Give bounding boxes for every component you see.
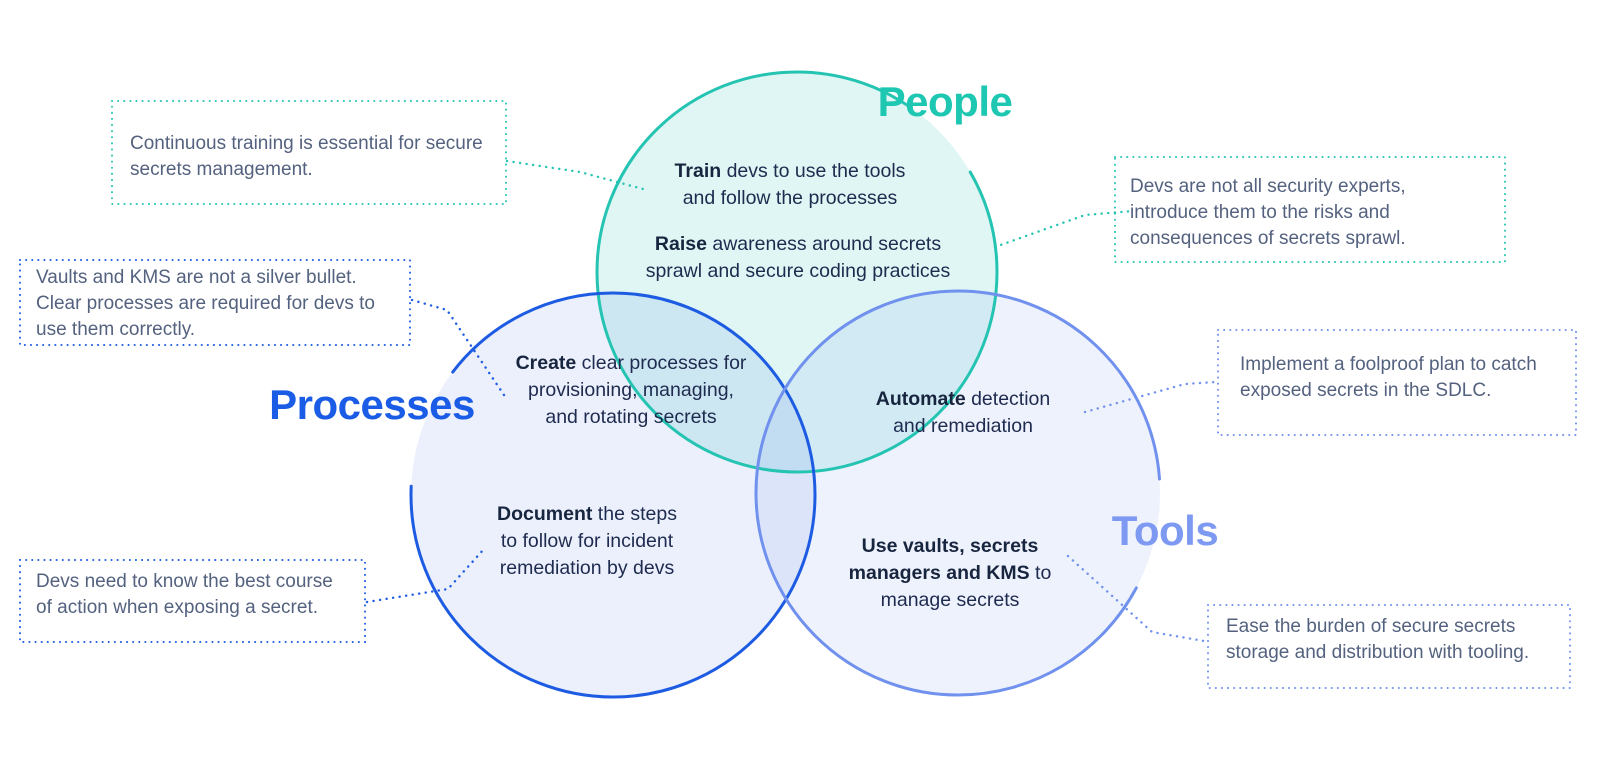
callout-text-foolproof: Implement a foolproof plan to catch expo…: [1240, 354, 1537, 402]
people-circle-fill: [597, 72, 997, 472]
callout-text-training: Continuous training is essential for sec…: [130, 133, 483, 181]
processes-note-document-text: the steps to follow for incident remedia…: [499, 503, 677, 579]
people-note-train-keyword: Train: [674, 160, 722, 182]
tools-circle-fill: [756, 291, 1160, 695]
people-note-train: Train devs to use the tools and follow t…: [640, 158, 940, 212]
processes-circle-outline: [409, 291, 817, 699]
processes-circle-fill: [411, 293, 815, 697]
processes-note-create: Create clear processes for provisioning,…: [481, 350, 781, 431]
people-circle-outline: [595, 70, 999, 474]
processes-note-create-keyword: Create: [515, 352, 577, 374]
people-note-raise: Raise awareness around secrets sprawl an…: [618, 231, 978, 285]
callout-text-risks: Devs are not all security experts, intro…: [1130, 176, 1406, 250]
processes-note-document-keyword: Document: [497, 503, 593, 525]
callout-text-best-course: Devs need to know the best course of act…: [36, 571, 333, 619]
connector-people-to-risks: [993, 209, 1135, 249]
people-note-train-text: devs to use the tools and follow the pro…: [682, 160, 906, 209]
callout-text-ease-burden: Ease the burden of secure secrets storag…: [1226, 616, 1530, 664]
processes-note-create-text: clear processes for provisioning, managi…: [528, 352, 747, 428]
tools-note-automate-text: detection and remediation: [893, 388, 1051, 437]
processes-circle-title: Processes: [269, 381, 475, 428]
callout-text-silver-bullet: Vaults and KMS are not a silver bullet. …: [36, 267, 375, 341]
callout-box-training: [111, 100, 507, 205]
connector-tools-to-foolproof: [1083, 380, 1218, 414]
callout-box-ease-burden: [1207, 604, 1571, 689]
callout-box-silver-bullet: [19, 259, 411, 346]
people-note-raise-text: awareness around secrets sprawl and secu…: [645, 233, 951, 282]
tools-note-use-vaults: Use vaults, secrets managers and KMS to …: [800, 533, 1100, 614]
tools-circle-outline: [754, 289, 1162, 697]
tools-note-automate-keyword: Automate: [875, 388, 966, 410]
people-note-raise-keyword: Raise: [654, 233, 707, 255]
connector-tools-to-ease-burden: [1066, 554, 1206, 643]
people-circle-title: People: [877, 78, 1013, 125]
connector-best-course-to-processes: [365, 547, 486, 604]
tools-note-use-vaults-keyword: Use vaults, secrets managers and KMS: [848, 535, 1039, 584]
tools-note-automate: Automate detection and remediation: [813, 386, 1113, 440]
callout-box-risks: [1114, 156, 1506, 263]
connector-silver-bullet-to-processes: [410, 298, 508, 400]
tools-circle-title: Tools: [1111, 507, 1219, 554]
tools-note-use-vaults-text: to manage secrets: [880, 561, 1052, 611]
connector-training-to-people: [505, 159, 645, 191]
processes-note-document: Document the steps to follow for inciden…: [437, 501, 737, 582]
